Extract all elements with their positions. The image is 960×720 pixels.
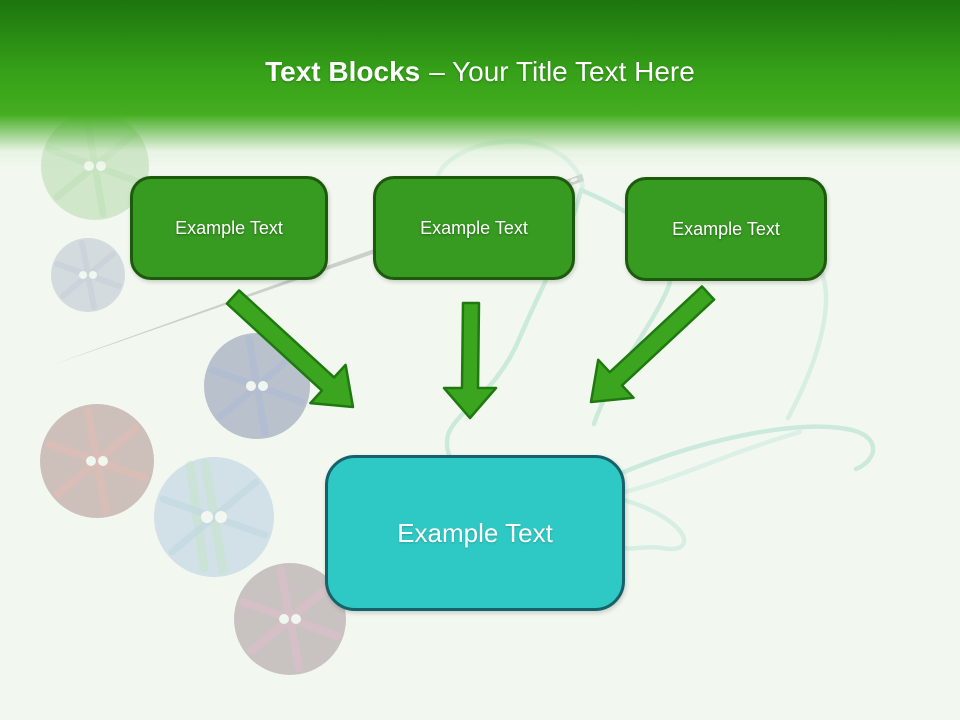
sewing-button-graphic xyxy=(204,333,310,439)
slide-title: Text Blocks – Your Title Text Here xyxy=(0,55,960,89)
sewing-button-graphic xyxy=(40,404,154,518)
text-block-3-label: Example Text xyxy=(672,218,780,239)
center-text-block[interactable]: Example Text xyxy=(325,455,625,611)
sewing-button-graphic xyxy=(234,563,346,675)
sewing-button-graphic xyxy=(154,457,274,577)
sewing-button-graphic xyxy=(51,238,125,312)
text-block-2-label: Example Text xyxy=(420,217,528,238)
text-block-1[interactable]: Example Text xyxy=(130,176,328,280)
slide-title-text: – Your Title Text Here xyxy=(429,56,695,87)
text-block-2[interactable]: Example Text xyxy=(373,176,575,280)
center-text-block-label: Example Text xyxy=(397,517,553,548)
title-bar: Text Blocks – Your Title Text Here xyxy=(0,0,960,168)
text-block-1-label: Example Text xyxy=(175,217,283,238)
text-block-3[interactable]: Example Text xyxy=(625,177,827,281)
slide-title-emphasis: Text Blocks xyxy=(265,56,421,87)
